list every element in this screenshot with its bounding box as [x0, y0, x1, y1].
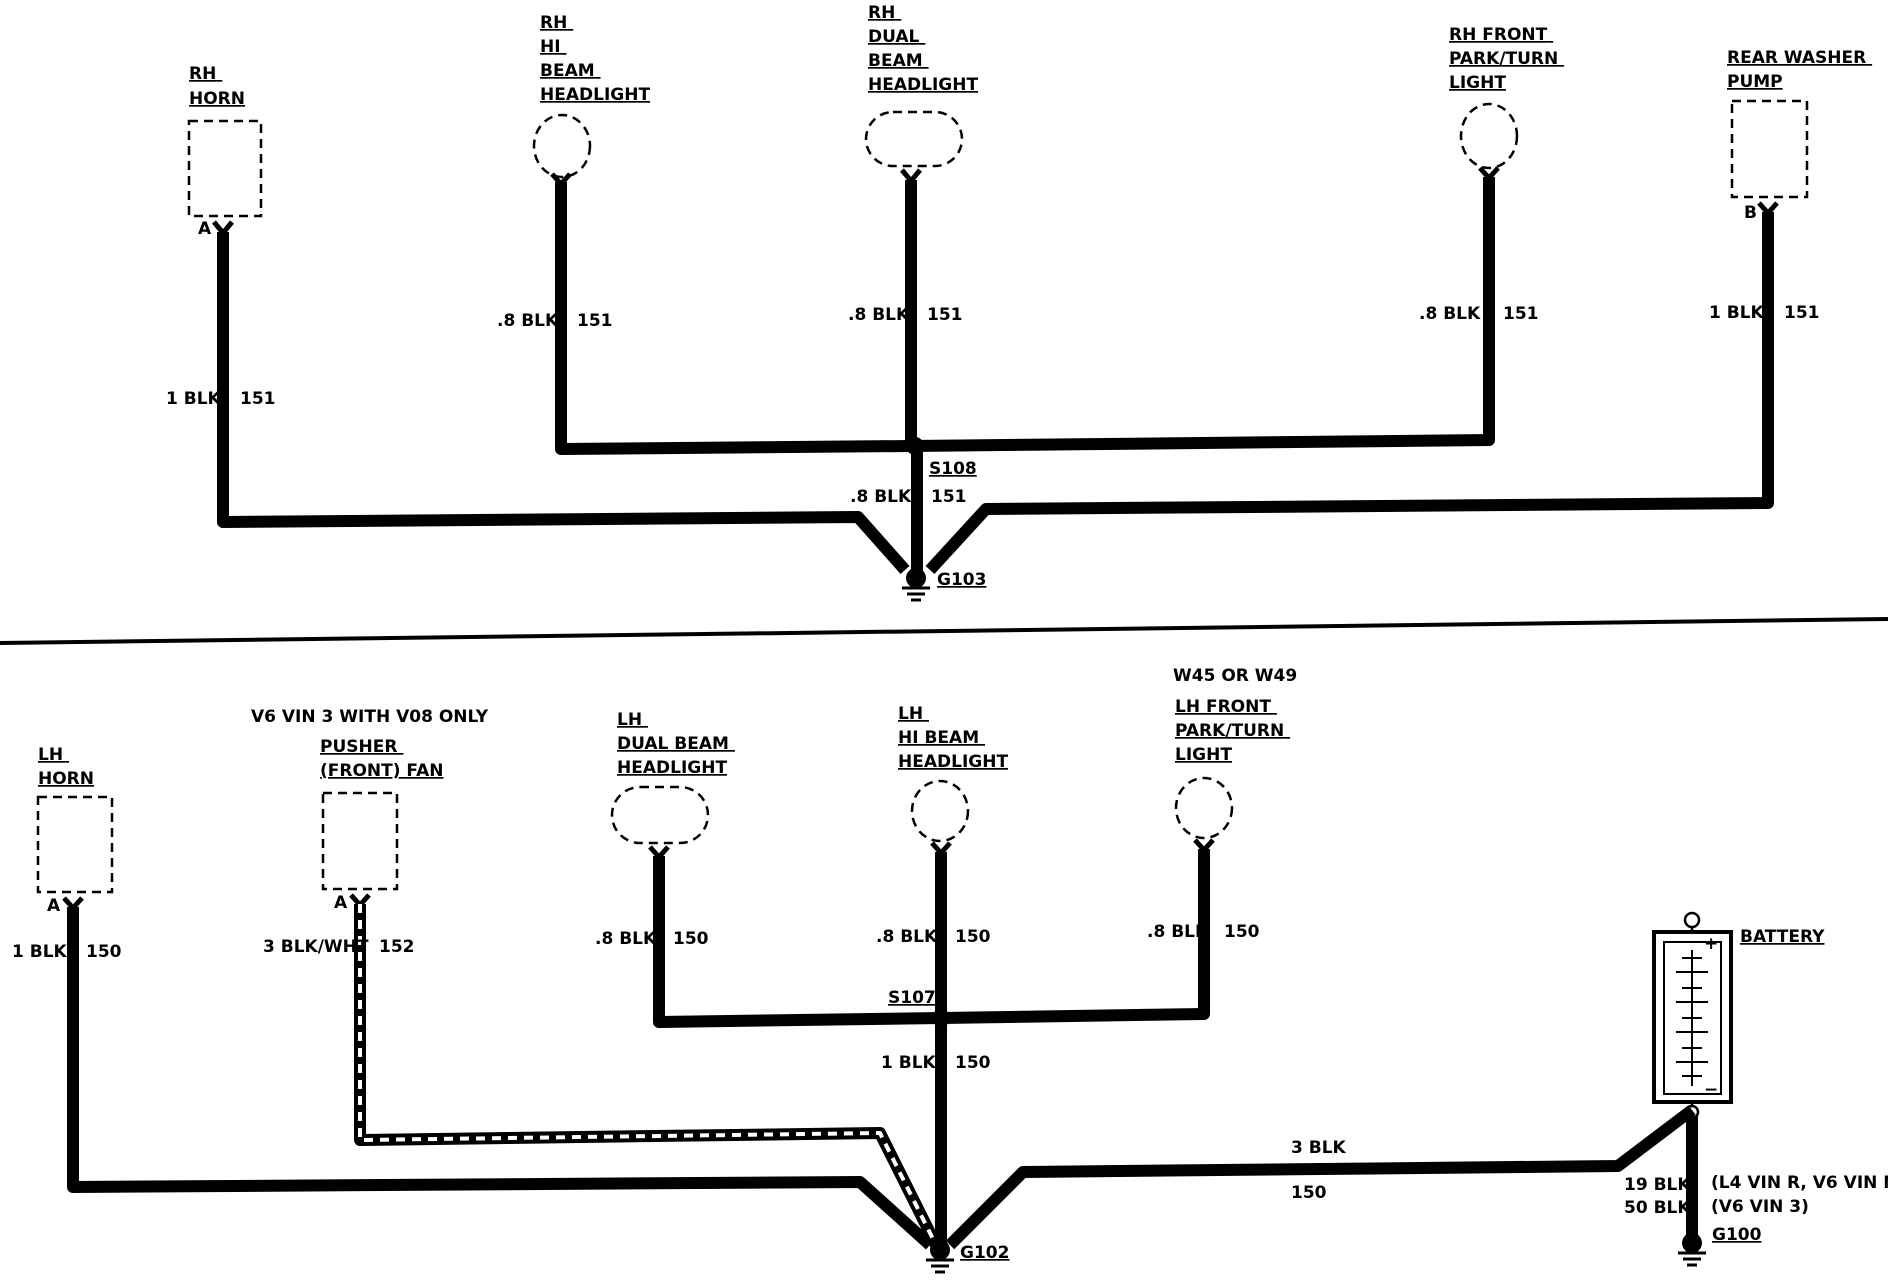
- rh-front-park-wire: [910, 177, 1495, 452]
- lh-dual-beam-headlight-component: [610, 785, 710, 845]
- section-divider: [0, 617, 1888, 645]
- lh-front-park-wire: [940, 849, 1210, 1024]
- battery-ground-gauge-1: 19 BLK: [1624, 1175, 1691, 1195]
- g103-label: G103: [937, 570, 986, 590]
- lh-horn-wire-gauge: 1 BLK: [12, 942, 68, 962]
- rh-front-park-turn-light-component: [1459, 102, 1519, 170]
- lh-front-park-turn-light-component: [1174, 776, 1234, 840]
- pusher-fan-wire: [354, 904, 942, 1248]
- lh-dual-beam-wire-gauge: .8 BLK: [595, 929, 657, 949]
- rh-hi-beam-wire-circuit: 151: [577, 311, 613, 331]
- lh-hi-beam-wire-circuit: 150: [955, 927, 991, 947]
- rh-dual-beam-wire-gauge: .8 BLK: [848, 305, 910, 325]
- s108-to-g103-wire-circuit: 151: [931, 487, 967, 507]
- lh-horn-component: [36, 795, 114, 894]
- s107-to-g102-wire-gauge: 1 BLK: [881, 1053, 937, 1073]
- rh-horn-wire: [217, 232, 910, 574]
- rh-front-park-connector: [1478, 166, 1500, 182]
- lh-dual-beam-wire-circuit: 150: [673, 929, 709, 949]
- rear-washer-wire: [925, 212, 1774, 575]
- pusher-fan-wire-circuit: 152: [379, 937, 415, 957]
- battery-ground-gauge-2: 50 BLK: [1624, 1198, 1691, 1218]
- upper-ground-circuit: RH HORN RH HI BEAM HEADLIGHT RH DUAL BEA…: [166, 3, 1872, 602]
- lh-hi-beam-wire-gauge: .8 BLK: [876, 927, 938, 947]
- pusher-fan-label: PUSHER (FRONT) FAN: [320, 737, 443, 781]
- battery-wire: [945, 1105, 1696, 1250]
- rh-horn-pin-label: A: [198, 219, 212, 239]
- g103-ground-symbol: [902, 568, 930, 602]
- battery-ground-note-2: (V6 VIN 3): [1711, 1197, 1809, 1217]
- s107-label: S107: [888, 988, 936, 1008]
- battery-wire-circuit: 150: [1291, 1183, 1327, 1203]
- rh-front-park-wire-gauge: .8 BLK: [1419, 304, 1481, 324]
- g102-ground-symbol: [926, 1240, 954, 1274]
- lh-horn-wire-circuit: 150: [86, 942, 122, 962]
- s108-splice-dot: [906, 437, 924, 455]
- lh-horn-pin-label: A: [47, 896, 61, 916]
- lh-horn-wire: [67, 907, 935, 1250]
- lh-hi-beam-headlight-component: [910, 779, 970, 843]
- g102-label: G102: [960, 1243, 1009, 1263]
- rh-front-park-wire-circuit: 151: [1503, 304, 1539, 324]
- rh-horn-wire-gauge: 1 BLK: [166, 389, 222, 409]
- rh-dual-beam-headlight-label: RH DUAL BEAM HEADLIGHT: [868, 3, 978, 95]
- lh-hi-beam-headlight-label: LH HI BEAM HEADLIGHT: [898, 704, 1008, 772]
- rear-washer-wire-gauge: 1 BLK: [1709, 303, 1765, 323]
- lh-dual-beam-headlight-label: LH DUAL BEAM HEADLIGHT: [617, 710, 735, 778]
- lh-front-park-wire-circuit: 150: [1224, 922, 1260, 942]
- rh-dual-beam-headlight-component: [864, 110, 964, 168]
- rh-dual-beam-wire-circuit: 151: [927, 305, 963, 325]
- lower-ground-circuit: + − LH HORN V6 VIN 3 WITH V08 ONLY PUSHE…: [12, 666, 1888, 1274]
- lh-horn-connector: [62, 896, 84, 912]
- battery-symbol: [1652, 911, 1733, 1120]
- lh-front-park-note-label: W45 OR W49: [1173, 666, 1297, 686]
- s108-to-g103-wire-gauge: .8 BLK: [850, 487, 912, 507]
- rh-horn-wire-circuit: 151: [240, 389, 276, 409]
- g100-label: G100: [1712, 1225, 1762, 1245]
- rear-washer-pump-component: [1730, 99, 1809, 199]
- rear-washer-connector: [1757, 201, 1779, 217]
- rh-hi-beam-wire: [555, 182, 912, 455]
- s108-label: S108: [929, 459, 977, 479]
- lh-hi-beam-connector: [930, 841, 952, 857]
- pusher-fan-pin-label: A: [334, 893, 348, 913]
- rh-dual-beam-connector: [900, 168, 922, 185]
- lh-front-park-wire-gauge: .8 BLK: [1147, 922, 1209, 942]
- pusher-fan-component: [321, 791, 399, 891]
- lh-dual-beam-wire: [653, 856, 942, 1028]
- rh-front-park-turn-light-label: RH FRONT PARK/TURN LIGHT: [1449, 25, 1564, 93]
- pusher-fan-wire-gauge: 3 BLK/WHT: [263, 937, 369, 957]
- rear-washer-pin-label: B: [1744, 203, 1757, 223]
- lh-horn-label: LH HORN: [38, 745, 94, 789]
- pusher-fan-connector: [349, 893, 371, 909]
- rear-washer-wire-circuit: 151: [1784, 303, 1820, 323]
- rh-hi-beam-headlight-component: [532, 113, 592, 179]
- battery-label: BATTERY: [1740, 927, 1825, 947]
- s107-splice-dot: [932, 1009, 950, 1027]
- s107-to-g102-wire-circuit: 150: [955, 1053, 991, 1073]
- battery-minus-sign: −: [1704, 1080, 1718, 1100]
- rh-horn-label: RH HORN: [189, 64, 245, 109]
- lh-front-park-connector: [1193, 838, 1215, 854]
- battery-plus-sign: +: [1704, 934, 1718, 954]
- rh-hi-beam-wire-gauge: .8 BLK: [497, 311, 559, 331]
- g100-ground-symbol: [1678, 1233, 1706, 1267]
- rh-horn-component: [187, 119, 263, 218]
- battery-wire-gauge: 3 BLK: [1291, 1138, 1347, 1158]
- rear-washer-pump-label: REAR WASHER PUMP: [1727, 48, 1872, 92]
- battery-ground-note-1: (L4 VIN R, V6 VIN N): [1711, 1173, 1888, 1193]
- lh-front-park-turn-light-label: LH FRONT PARK/TURN LIGHT: [1175, 697, 1290, 765]
- rh-hi-beam-headlight-label: RH HI BEAM HEADLIGHT: [540, 13, 650, 105]
- pusher-fan-note-label: V6 VIN 3 WITH V08 ONLY: [251, 707, 489, 727]
- rh-horn-connector: [212, 220, 234, 237]
- lh-dual-beam-connector: [648, 845, 670, 861]
